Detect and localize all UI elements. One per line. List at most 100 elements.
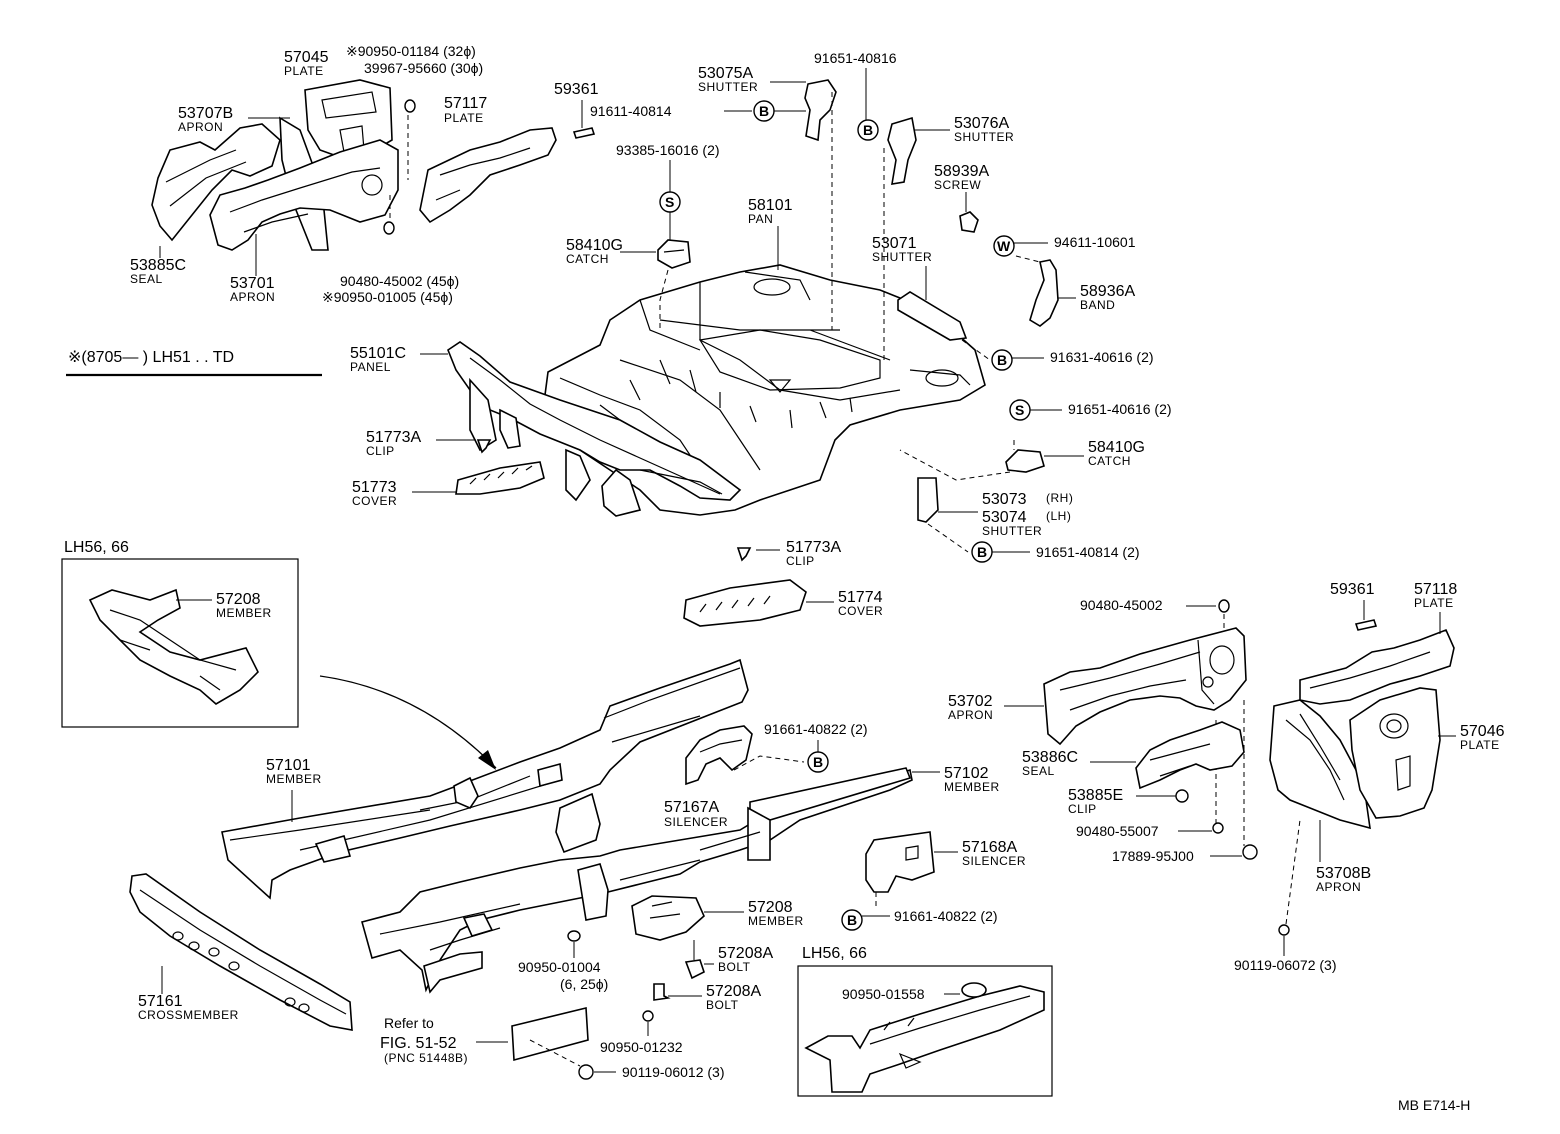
label-55101c: 55101C: [350, 345, 406, 362]
label-17889-95j00: 17889-95J00: [1112, 848, 1194, 864]
svg-text:CLIP: CLIP: [1068, 802, 1097, 816]
part-90480-55007-plug[interactable]: [1212, 822, 1224, 834]
part-57101-member[interactable]: [221, 658, 749, 900]
svg-text:SHUTTER: SHUTTER: [872, 250, 932, 264]
label-57118: 57118: [1414, 581, 1457, 598]
label-53073: 53073: [982, 491, 1027, 508]
part-57118-plate[interactable]: [1299, 628, 1455, 705]
part-57167a-silencer[interactable]: [685, 725, 753, 786]
part-53885e-clip[interactable]: [1175, 789, 1189, 803]
part-59361-clip-top[interactable]: [572, 127, 596, 139]
model-note: ※(8705— ) LH51 . . TD: [66, 349, 322, 377]
part-90950-01232-plug[interactable]: [642, 1010, 654, 1022]
label-94611-10601: 94611-10601: [1054, 234, 1136, 250]
svg-text:MEMBER: MEMBER: [216, 606, 272, 620]
bolt-symbol-91661-b: [841, 909, 863, 931]
label-91651-40816: 91651-40816: [814, 50, 897, 66]
part-53886c-seal[interactable]: [1135, 721, 1245, 790]
label-53885e: 53885E: [1068, 787, 1123, 804]
svg-text:PLATE: PLATE: [284, 64, 324, 78]
inset-plug-90950-01558[interactable]: [961, 982, 987, 998]
label-91631-40616: 91631-40616 (2): [1050, 349, 1154, 365]
part-53885c-seal[interactable]: [151, 123, 281, 242]
label-51774: 51774: [838, 589, 883, 606]
part-58410g-catch-top[interactable]: [657, 239, 691, 269]
svg-text:APRON: APRON: [948, 708, 993, 722]
label-51773: 51773: [352, 479, 397, 496]
part-57208a-bolt-lower[interactable]: [653, 983, 671, 1001]
label-53076a: 53076A: [954, 115, 1009, 132]
part-refer-plate[interactable]: [511, 1006, 589, 1062]
model-note-text: ※(8705— ) LH51 . . TD: [68, 349, 234, 366]
part-57161-crossmember[interactable]: [129, 873, 353, 1031]
inset-member-57208[interactable]: [88, 588, 259, 705]
part-90950-01004-plug[interactable]: [567, 930, 581, 942]
svg-text:B: B: [997, 352, 1007, 368]
part-53073-shutter[interactable]: [917, 477, 939, 523]
part-58939a-screw[interactable]: [959, 211, 979, 233]
label-91661-40822-b: 91661-40822 (2): [894, 908, 998, 924]
label-90480-45002-45: 90480-45002 (45ϕ): [340, 273, 459, 289]
label-53885c: 53885C: [130, 257, 186, 274]
svg-text:APRON: APRON: [178, 120, 223, 134]
part-53701-apron[interactable]: [209, 139, 399, 251]
label-91661-40822-a: 91661-40822 (2): [764, 721, 868, 737]
part-53702-apron[interactable]: [1043, 627, 1247, 746]
part-53708b-apron[interactable]: [1269, 699, 1371, 830]
label-57208a-lower: 57208A: [706, 983, 761, 1000]
label-58410g-right: 58410G: [1088, 439, 1145, 456]
inset-label-57208: 57208: [216, 591, 261, 608]
part-57208a-bolt-upper[interactable]: [684, 959, 705, 980]
svg-text:PANEL: PANEL: [350, 360, 391, 374]
label-57208a-upper: 57208A: [718, 945, 773, 962]
part-57168a-silencer[interactable]: [865, 831, 935, 893]
part-90480-45002-plug[interactable]: [1218, 599, 1230, 613]
part-51774-cover[interactable]: [683, 579, 807, 627]
inset-bottom-center: LH56, 66 90950-01558: [797, 945, 1053, 1097]
svg-text:SEAL: SEAL: [1022, 764, 1055, 778]
svg-text:MEMBER: MEMBER: [266, 772, 322, 786]
label-57046: 57046: [1460, 723, 1505, 740]
part-53071-shutter[interactable]: [897, 291, 968, 341]
part-57046-plate[interactable]: [1349, 687, 1441, 819]
part-57208-member[interactable]: [631, 895, 705, 941]
label-58936a: 58936A: [1080, 283, 1135, 300]
refer-line1: Refer to: [384, 1015, 434, 1031]
part-57102-member[interactable]: [361, 768, 913, 993]
part-90119-06012-bolt[interactable]: [578, 1064, 594, 1080]
part-90119-06072-bolt[interactable]: [1278, 924, 1290, 936]
label-90480-45002: 90480-45002: [1080, 597, 1163, 613]
part-53076a-shutter[interactable]: [887, 116, 917, 185]
part-51773-cover[interactable]: [455, 461, 545, 495]
label-90950-01004: 90950-01004: [518, 959, 601, 975]
part-51773a-clip-lower[interactable]: [736, 547, 752, 562]
arrow-to-member: [319, 675, 497, 769]
label-93385-16016: 93385-16016 (2): [616, 142, 720, 158]
label-53702: 53702: [948, 693, 993, 710]
part-17889-95j00-grommet[interactable]: [1242, 844, 1258, 860]
svg-text:B: B: [813, 754, 823, 770]
svg-text:CROSSMEMBER: CROSSMEMBER: [138, 1008, 239, 1022]
part-53075a-shutter[interactable]: [804, 79, 837, 142]
label-90950-01005: ※90950-01005 (45ϕ): [322, 289, 453, 305]
part-57117-plate[interactable]: [419, 127, 557, 224]
svg-text:SHUTTER: SHUTTER: [982, 524, 1042, 538]
svg-text:CATCH: CATCH: [566, 252, 609, 266]
label-91651-40616: 91651-40616 (2): [1068, 401, 1172, 417]
part-58936a-band[interactable]: [1029, 259, 1059, 327]
refer-line3: (PNC 51448B): [384, 1051, 468, 1065]
label-53071: 53071: [872, 235, 917, 252]
svg-text:COVER: COVER: [352, 494, 397, 508]
part-58410g-catch-right[interactable]: [1005, 449, 1045, 473]
label-90119-06012: 90119-06012 (3): [622, 1064, 724, 1080]
label-59361-right: 59361: [1330, 581, 1375, 598]
part-51773a-clip-upper[interactable]: [476, 439, 492, 454]
label-57161: 57161: [138, 993, 183, 1010]
inset-top-left: LH56, 66 57208 MEMBER: [61, 539, 299, 728]
svg-text:B: B: [863, 122, 873, 138]
label-57117: 57117: [444, 95, 487, 112]
svg-text:CLIP: CLIP: [786, 554, 815, 568]
label-57045: 57045: [284, 49, 329, 66]
part-59361-clip-right[interactable]: [1354, 619, 1378, 631]
svg-text:BAND: BAND: [1080, 298, 1115, 312]
